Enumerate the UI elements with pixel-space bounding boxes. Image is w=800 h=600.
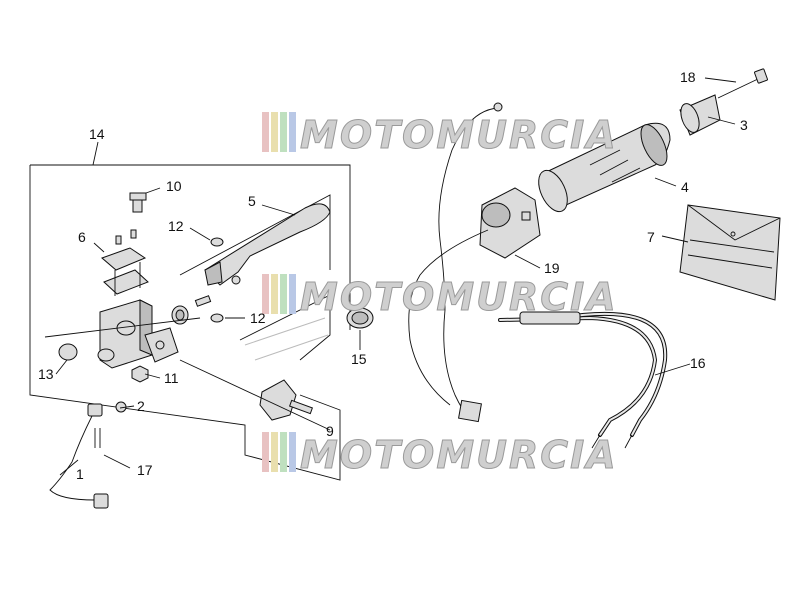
watermark-text: MOTOMURCIA bbox=[300, 113, 618, 157]
watermark-text: MOTOMURCIA bbox=[300, 433, 618, 477]
callout-12-upper: 12 bbox=[168, 218, 184, 234]
watermark-middle: MOTOMURCIA bbox=[262, 274, 618, 320]
master-cylinder bbox=[97, 299, 179, 369]
piston-kit bbox=[171, 295, 212, 325]
leader-lines bbox=[55, 77, 737, 476]
handlebar-tube bbox=[244, 317, 329, 361]
watermark-top: MOTOMURCIA bbox=[262, 112, 618, 158]
bar-end-weight bbox=[679, 94, 721, 136]
callout-labels: 14 18 3 4 10 5 12 6 7 19 12 15 16 13 11 … bbox=[38, 69, 748, 482]
callout-9: 9 bbox=[326, 423, 334, 439]
callout-11: 11 bbox=[164, 370, 179, 386]
callout-1: 1 bbox=[76, 466, 84, 482]
callout-18: 18 bbox=[680, 69, 696, 85]
assembly-box-outline bbox=[29, 164, 351, 481]
bar-end-screw bbox=[717, 68, 768, 99]
callout-12-lower: 12 bbox=[250, 310, 266, 326]
reservoir-gasket bbox=[101, 247, 147, 271]
callout-13: 13 bbox=[38, 366, 54, 382]
callout-14: 14 bbox=[89, 126, 105, 142]
throttle-grip bbox=[538, 122, 671, 213]
callout-10: 10 bbox=[166, 178, 182, 194]
callout-6: 6 bbox=[78, 229, 86, 245]
washer-upper bbox=[210, 237, 224, 247]
throttle-tube bbox=[346, 307, 374, 329]
dust-cap bbox=[58, 343, 78, 361]
callout-15: 15 bbox=[351, 351, 367, 367]
handlebar-clamp bbox=[259, 379, 314, 421]
callout-17: 17 bbox=[137, 462, 153, 478]
callout-4: 4 bbox=[681, 179, 689, 195]
watermark-bottom: MOTOMURCIA bbox=[262, 432, 618, 478]
washer-lower bbox=[210, 313, 224, 323]
bleeder-screw bbox=[129, 192, 147, 213]
clutch-switch bbox=[49, 403, 109, 509]
parts-bag bbox=[679, 204, 781, 301]
callout-19: 19 bbox=[544, 260, 560, 276]
clutch-lever bbox=[204, 203, 331, 286]
lock-nut bbox=[131, 365, 149, 383]
wiring-harness bbox=[438, 107, 499, 421]
switch-screws bbox=[94, 428, 101, 448]
assembly-box-inner bbox=[179, 194, 331, 361]
throttle-cables bbox=[498, 311, 668, 449]
reservoir-cover bbox=[103, 269, 149, 295]
watermark-text: MOTOMURCIA bbox=[300, 275, 618, 319]
callout-2: 2 bbox=[137, 398, 145, 414]
harness-connector bbox=[458, 399, 482, 423]
callout-16: 16 bbox=[690, 355, 706, 371]
callout-7: 7 bbox=[647, 229, 655, 245]
switch-housing bbox=[479, 187, 541, 259]
callout-5: 5 bbox=[248, 193, 256, 209]
callout-3: 3 bbox=[740, 117, 748, 133]
